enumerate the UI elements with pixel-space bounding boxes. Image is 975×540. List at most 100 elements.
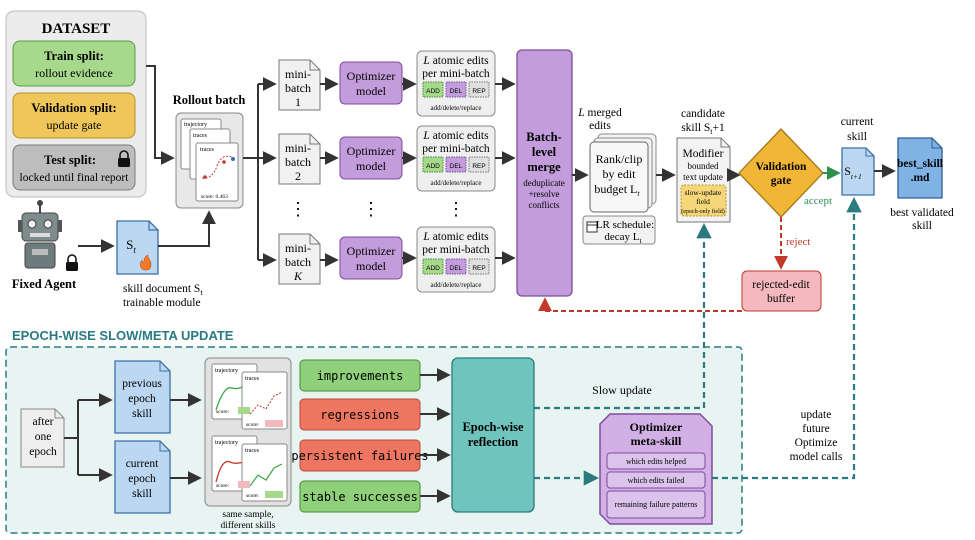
minibatch-1-line2: batch: [285, 81, 311, 95]
meta-item-1: which edits helped: [626, 457, 686, 466]
rollout-score: score: 0.463: [201, 194, 228, 200]
prev-line1: previous: [122, 378, 162, 390]
merged-title1: merged: [588, 107, 623, 119]
meta-item-3: remaining failure patterns: [615, 500, 698, 509]
sample-1-traj: trajectory: [215, 368, 238, 374]
modifier-sub1: bounded: [688, 161, 719, 171]
regressions-box: regressions: [299, 398, 421, 431]
optimizer-2-line1: Optimizer: [347, 144, 396, 158]
slow-field-1: slow-update: [685, 188, 722, 197]
edits-k-line1: atomic edits: [433, 231, 489, 243]
sample-2-traces: traces: [245, 448, 260, 454]
robot-icon: [18, 200, 62, 269]
candidate-line2: skill S: [681, 122, 710, 134]
edits-1-prefix: L: [422, 55, 429, 67]
calendar-icon: [586, 221, 598, 233]
prev-line2: epoch: [128, 393, 156, 405]
rejected-line1: rejected-edit: [752, 279, 810, 291]
arrow-rejected-merge: [538, 297, 742, 312]
candidate-line2-sub: t: [710, 127, 713, 136]
train-split-title: Train split:: [44, 49, 104, 63]
edits-2-line2: per mini-batch: [422, 143, 490, 155]
stable-label: stable successes: [302, 490, 418, 504]
branch-after-epoch: [64, 399, 109, 476]
prev-line3: skill: [132, 408, 152, 420]
svg-text:L atomic edits: L atomic edits: [422, 55, 489, 67]
edits-k-line2: per mini-batch: [422, 244, 490, 256]
train-split-box: Train split: rollout evidence: [12, 40, 136, 87]
optimizer-box-2: Optimizer model: [339, 136, 403, 180]
rollout-title: Rollout batch: [173, 93, 246, 107]
rank-line3: budget L: [594, 182, 637, 196]
sample-1-score: score:: [216, 409, 230, 415]
merge-line1: Batch-: [526, 130, 561, 144]
optimizer-box-1: Optimizer model: [339, 61, 403, 105]
minibatch-1-line3: 1: [295, 95, 301, 109]
minibatch-k: mini- batch K: [278, 233, 321, 285]
rejected-buffer: rejected-edit buffer: [741, 270, 822, 312]
curr-line1: current: [126, 458, 159, 470]
meta-title-2: meta-skill: [631, 434, 682, 448]
svg-text:skill St+1: skill St+1: [681, 122, 725, 136]
current-skill-sub: t+1: [851, 172, 862, 181]
best-caption-2: skill: [912, 220, 932, 232]
merged-title2: edits: [589, 120, 611, 132]
lr-line2-sub: t: [640, 236, 643, 245]
svg-text:St: St: [126, 237, 136, 255]
svg-text:budget Lt: budget Lt: [594, 182, 640, 198]
fire-icon: [140, 254, 152, 271]
minibatch-1-line1: mini-: [285, 67, 311, 81]
after-line2: one: [35, 431, 52, 443]
edits-k-add: ADD: [426, 265, 440, 272]
edits-2-del: DEL: [450, 163, 463, 170]
current-skill-doc: St+1: [841, 147, 875, 196]
train-split-sub: rollout evidence: [35, 66, 113, 80]
optimizer-2-line2: model: [356, 159, 387, 173]
minibatch-k-line1: mini-: [285, 241, 311, 255]
arrow-slow-update: [534, 222, 712, 410]
ellipsis-edits: ⋮: [447, 199, 465, 219]
update-line2: future: [802, 423, 829, 435]
edits-k-del: DEL: [450, 265, 463, 272]
edits-1-line2: per mini-batch: [422, 68, 490, 80]
sample-1b-score: score:: [246, 422, 260, 428]
regressions-label: regressions: [320, 408, 399, 422]
previous-epoch-skill: previous epoch skill: [114, 360, 171, 434]
batch-merge-box: Batch- level merge deduplicate +resolve …: [516, 49, 573, 297]
meta-skill-box: Optimizer meta-skill which edits helped …: [599, 413, 713, 525]
test-split-title: Test split:: [44, 153, 96, 167]
optimizer-1-line1: Optimizer: [347, 69, 396, 83]
merge-line3: merge: [527, 160, 561, 174]
optimizer-k-line2: model: [356, 259, 387, 273]
merged-stack: Rank/clip by edit budget Lt: [589, 133, 657, 213]
current-skill-symbol: S: [844, 164, 851, 178]
merge-sub1: deduplicate: [523, 178, 564, 188]
ellipsis-optimizer: ⋮: [362, 199, 380, 219]
sample-2-score: score:: [216, 483, 230, 489]
meta-title-1: Optimizer: [630, 420, 683, 434]
modifier-sub2: text update: [683, 172, 723, 182]
rank-line2: by edit: [603, 167, 637, 181]
svg-text:St+1: St+1: [844, 164, 862, 181]
reject-label: reject: [786, 236, 810, 248]
current-skill-line1: current: [841, 116, 874, 128]
modifier-box: Modifier bounded text update slow-update…: [676, 137, 731, 223]
gate-line1: Validation: [756, 161, 807, 173]
gate-line2: gate: [771, 175, 791, 187]
svg-text:skill document St: skill document St: [123, 283, 203, 297]
svg-text:L atomic edits: L atomic edits: [422, 130, 489, 142]
validation-split-title: Validation split:: [31, 101, 116, 115]
update-line1: update: [801, 409, 832, 421]
lr-schedule-box: LR schedule: decay Lt: [582, 215, 656, 245]
rollout-batch: trajectory traces traces score: 0.463: [175, 112, 244, 209]
meta-item-2: which edits failed: [628, 476, 685, 485]
stable-successes-box: stable successes: [299, 480, 421, 513]
rank-line3-sub: t: [637, 189, 640, 198]
minibatch-2: mini- batch 2: [278, 133, 321, 185]
minibatch-2-line2: batch: [285, 155, 311, 169]
optimizer-k-line1: Optimizer: [347, 244, 396, 258]
skill-caption-1-sub: t: [200, 288, 203, 297]
test-split-sub: locked until final report: [20, 172, 130, 184]
update-line3: Optimize: [795, 437, 838, 449]
